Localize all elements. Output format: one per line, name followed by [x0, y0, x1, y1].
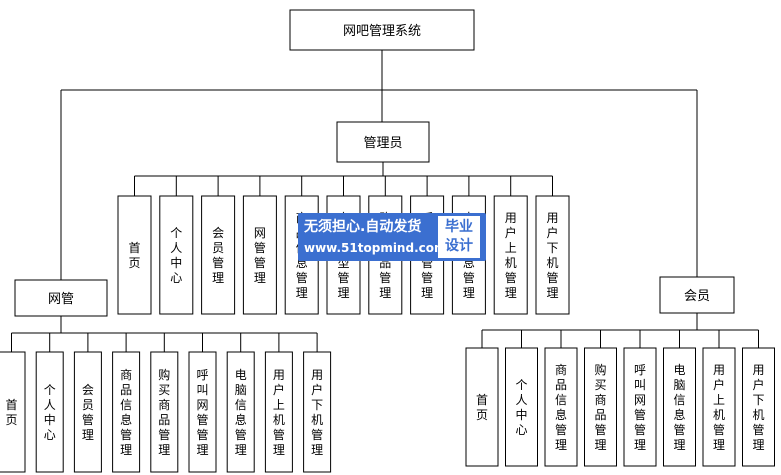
- admin-leaf-label: 个人中心: [170, 226, 182, 285]
- watermark-slogan: 无须担心.自动发货: [304, 219, 422, 235]
- member-leaf-box: [584, 347, 617, 467]
- member-leaf-label: 商品信息管理: [555, 362, 567, 452]
- watermark-badge-line2: 设计: [445, 238, 473, 254]
- member-leaf-node: 个人中心: [505, 347, 538, 467]
- netadmin-node-box: [14, 279, 108, 317]
- member-leaf-box: [465, 347, 499, 467]
- member-leaf-node: 首页: [465, 347, 499, 467]
- member-leaf-box: [702, 347, 736, 467]
- netadmin-leaf-label: 个人中心: [44, 383, 56, 442]
- admin-leaf-label: 用户下机管理: [546, 211, 558, 300]
- netadmin-leaf-label: 用户下机管理: [311, 368, 323, 457]
- admin-leaf-node: 网管管理: [242, 195, 277, 315]
- admin-leaf-box: [242, 195, 277, 315]
- admin-leaf-node: 会员管理: [201, 195, 236, 315]
- root-node-box: [289, 9, 475, 51]
- netadmin-leaf-node: 呼叫网管管理: [188, 351, 217, 473]
- netadmin-leaf-label: 用户上机管理: [273, 368, 285, 457]
- netadmin-leaf-label: 电脑信息管理: [235, 368, 247, 457]
- watermark-badge: 毕业 设计: [438, 216, 480, 258]
- member-node-label: 会员: [684, 289, 710, 304]
- watermark-url: www.51topmind.com: [304, 241, 447, 255]
- member-leaf-label: 个人中心: [515, 378, 527, 437]
- admin-leaf-label: 首页: [128, 241, 140, 270]
- netadmin-leaf-box: [73, 351, 102, 473]
- admin-leaf-node: 首页: [117, 195, 152, 315]
- admin-leaf-label: 用户上机管理: [505, 211, 517, 300]
- member-leaf-label: 电脑信息管理: [673, 363, 685, 452]
- netadmin-leaf-label: 商品信息管理: [120, 367, 132, 457]
- admin-leaf-label: 网管管理: [254, 226, 266, 285]
- member-leaf-box: [544, 347, 578, 467]
- member-leaf-box: [742, 347, 775, 467]
- netadmin-leaf-box: [188, 351, 217, 473]
- netadmin-leaf-node: 电脑信息管理: [226, 351, 255, 473]
- admin-leaf-node: 个人中心: [159, 195, 194, 315]
- admin-leaf-box: [201, 195, 236, 315]
- member-leaf-node: 购买商品管理: [584, 347, 617, 467]
- netadmin-leaf-box: [264, 351, 293, 473]
- member-leaf-node: 电脑信息管理: [663, 347, 696, 467]
- netadmin-leaf-node: 会员管理: [73, 351, 102, 473]
- root-node-label: 网吧管理系统: [343, 24, 421, 39]
- admin-leaf-node: 用户上机管理: [493, 195, 528, 315]
- netadmin-leaf-box: [0, 351, 26, 473]
- member-leaf-label: 用户下机管理: [752, 363, 764, 452]
- admin-node-label: 管理员: [363, 136, 402, 151]
- member-leaf-label: 首页: [476, 393, 488, 422]
- admin-leaf-node: 用户下机管理: [535, 195, 570, 315]
- member-leaf-box: [623, 347, 657, 467]
- netadmin-leaf-node: 购买商品管理: [150, 351, 179, 473]
- netadmin-leaf-node: 商品信息管理: [112, 351, 141, 473]
- member-leaf-label: 购买商品管理: [594, 362, 606, 452]
- member-leaf-box: [505, 347, 538, 467]
- netadmin-node-label: 网管: [48, 292, 74, 307]
- member-leaf-node: 呼叫网管管理: [623, 347, 657, 467]
- watermark-banner: 无须担心.自动发货 www.51topmind.com 毕业 设计: [298, 213, 486, 261]
- admin-leaf-box: [159, 195, 194, 315]
- member-leaf-node: 用户上机管理: [702, 347, 736, 467]
- netadmin-leaf-box: [150, 351, 179, 473]
- netadmin-leaf-node: 个人中心: [35, 351, 64, 473]
- netadmin-leaf-label: 首页: [5, 398, 17, 427]
- admin-leaf-box: [535, 195, 570, 315]
- member-leaf-label: 呼叫网管管理: [634, 363, 646, 452]
- netadmin-leaf-box: [112, 351, 141, 473]
- netadmin-leaf-box: [35, 351, 64, 473]
- watermark-badge-line1: 毕业: [445, 219, 473, 235]
- member-leaf-box: [663, 347, 696, 467]
- netadmin-leaf-box: [303, 351, 332, 473]
- netadmin-leaf-box: [226, 351, 255, 473]
- member-leaf-label: 用户上机管理: [713, 363, 725, 452]
- admin-leaf-box: [493, 195, 528, 315]
- netadmin-leaf-label: 购买商品管理: [158, 367, 170, 457]
- netadmin-leaf-node: 用户下机管理: [303, 351, 332, 473]
- member-leaf-node: 商品信息管理: [544, 347, 578, 467]
- admin-leaf-box: [117, 195, 152, 315]
- member-leaf-node: 用户下机管理: [742, 347, 775, 467]
- member-node-box: [659, 276, 735, 314]
- admin-leaf-label: 会员管理: [212, 226, 224, 285]
- admin-node-box: [336, 121, 430, 163]
- netadmin-leaf-node: 首页: [0, 351, 26, 473]
- netadmin-leaf-label: 会员管理: [82, 383, 94, 442]
- netadmin-leaf-node: 用户上机管理: [264, 351, 293, 473]
- netadmin-leaf-label: 呼叫网管管理: [196, 368, 208, 457]
